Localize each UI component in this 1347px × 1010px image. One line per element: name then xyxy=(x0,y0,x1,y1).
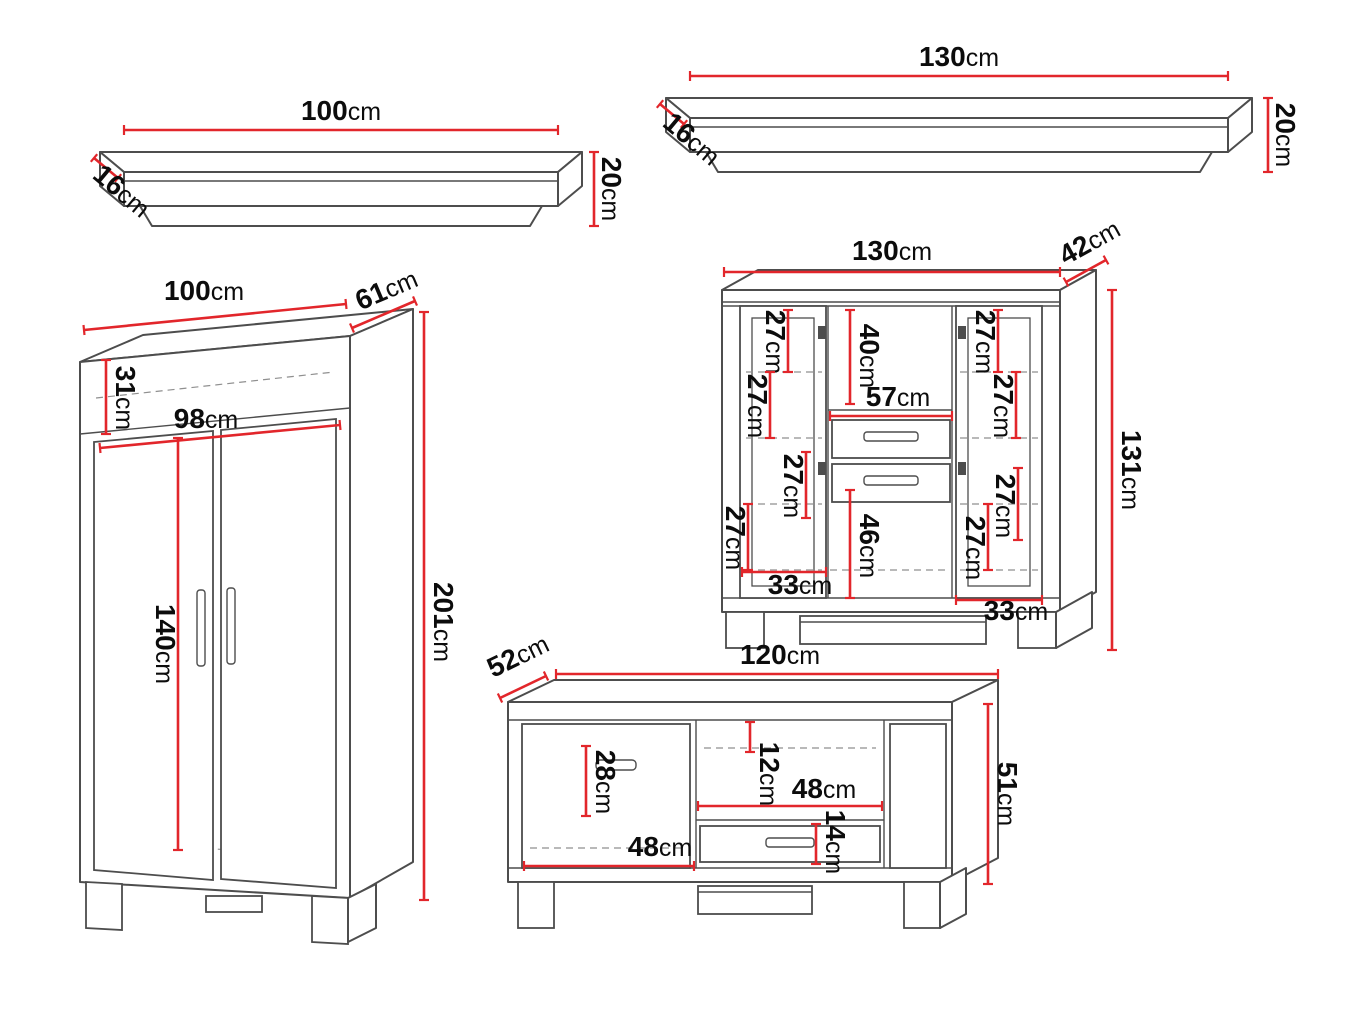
tv-stand-bottom-height-label: 14cm xyxy=(820,810,851,874)
sideboard-center-bottom-label: 46cm xyxy=(854,514,885,578)
sideboard-right-gap1-label: 27cm xyxy=(970,310,1001,374)
tv-stand-hidden-lines xyxy=(530,747,876,849)
sideboard-side-face xyxy=(1059,269,1097,613)
wardrobe-width-label: 100cm xyxy=(164,275,244,306)
wardrobe-right-leg-side xyxy=(347,883,377,943)
shelf-small-depth-dimension xyxy=(89,153,123,183)
wardrobe-door-height-label: 140cm xyxy=(150,604,181,684)
sideboard: 130cm 42cm 131cm 27cm 27cm 27cm 40cm 57c… xyxy=(720,213,1147,652)
sideboard-hinges xyxy=(818,326,966,475)
wardrobe-center-foot xyxy=(205,895,263,913)
tv-stand-width-label: 120cm xyxy=(740,639,820,670)
shelf-large-crown xyxy=(665,97,1253,119)
shelf-large-depth-dimension xyxy=(655,99,689,129)
sideboard-drawer-upper xyxy=(831,419,951,459)
tv-stand-base xyxy=(517,867,967,929)
shelf-small-board xyxy=(123,171,559,207)
tv-stand-left-height-label: 28cm xyxy=(590,750,621,814)
wardrobe-depth-label: 61cm xyxy=(351,262,422,316)
tv-stand-drawer-handle xyxy=(765,837,815,848)
wardrobe-right-door xyxy=(220,418,337,889)
sideboard-right-leg-side xyxy=(1055,591,1093,649)
tv-stand-left-leg xyxy=(517,881,555,929)
tv-stand-left-door-handle xyxy=(595,759,637,771)
sideboard-left-gap1-label: 27cm xyxy=(760,310,791,374)
sideboard-depth-label: 42cm xyxy=(1054,213,1125,271)
tv-stand-top-face xyxy=(507,679,999,703)
wardrobe-inner-width-label: 98cm xyxy=(174,403,238,434)
sideboard-drawer-lower-handle xyxy=(863,475,919,486)
shelf-large-right-cap xyxy=(1227,97,1253,153)
shelf-small-height-label: 20cm xyxy=(596,157,627,221)
tv-stand-depth-label: 52cm xyxy=(482,627,554,683)
wardrobe-depth-dimension xyxy=(349,295,418,334)
shelf-small-crown xyxy=(99,151,583,173)
sideboard-drawer-upper-handle xyxy=(863,431,919,442)
tv-stand-center-plinth xyxy=(697,885,813,915)
sideboard-depth-dimension xyxy=(1062,255,1110,287)
wardrobe-left-door-handle xyxy=(196,589,206,667)
shelf-large-board xyxy=(689,117,1229,153)
sideboard-left-gap2-label: 27cm xyxy=(742,374,773,438)
wardrobe-base xyxy=(85,881,377,945)
wardrobe-inner-width-dimension xyxy=(98,419,342,454)
sideboard-right-gap4-label: 27cm xyxy=(960,516,991,580)
tv-stand-side-face xyxy=(951,679,999,883)
wardrobe-right-door-handle xyxy=(226,587,236,665)
wardrobe-right-leg xyxy=(311,895,349,945)
sideboard-center-width-label: 57cm xyxy=(866,381,930,412)
tv-stand-right-leg-side xyxy=(939,867,967,929)
sideboard-width-label: 130cm xyxy=(852,235,932,266)
tv-stand: 52cm 120cm 51cm 28cm 12cm 48cm 14cm 48cm xyxy=(482,627,1023,929)
shelf-small-support xyxy=(139,205,543,227)
shelf-small-width-label: 100cm xyxy=(301,95,381,126)
shelf-large-width-label: 130cm xyxy=(919,41,999,72)
sideboard-right-gap2-label: 27cm xyxy=(988,374,1019,438)
sideboard-center-plinth xyxy=(799,615,987,645)
sideboard-height-label: 131cm xyxy=(1116,430,1147,510)
wardrobe-height-label: 201cm xyxy=(428,582,459,662)
tv-stand-height-label: 51cm xyxy=(992,762,1023,826)
shelf-large-support xyxy=(705,151,1213,173)
tv-stand-niche-width-label: 48cm xyxy=(792,773,856,804)
shelf-large-height-label: 20cm xyxy=(1270,103,1301,167)
wardrobe-side-face xyxy=(349,308,414,899)
sideboard-left-leg xyxy=(725,611,765,649)
shelf-small-right-cap xyxy=(557,151,583,207)
wall-shelf-large: 130cm 16cm 20cm xyxy=(655,41,1301,174)
tv-stand-depth-dimension xyxy=(496,671,550,703)
sideboard-right-width-label: 33cm xyxy=(984,595,1048,626)
sideboard-right-gap3-label: 27cm xyxy=(990,474,1021,538)
wall-shelf-small: 100cm 16cm 20cm xyxy=(87,95,627,228)
tv-stand-right-door xyxy=(889,723,947,869)
sideboard-center-gap-label: 27cm xyxy=(778,454,809,518)
sideboard-left-width-label: 33cm xyxy=(768,569,832,600)
tv-stand-niche-top-label: 12cm xyxy=(754,742,785,806)
sideboard-center-top-label: 40cm xyxy=(854,324,885,388)
tv-stand-left-width-label: 48cm xyxy=(628,831,692,862)
wardrobe-width-dimension xyxy=(82,298,348,336)
sideboard-left-gap3-label: 27cm xyxy=(720,506,751,570)
tv-stand-right-leg xyxy=(903,881,941,929)
wardrobe-left-leg xyxy=(85,881,123,931)
sideboard-base xyxy=(725,591,1093,649)
wardrobe-top-section-label: 31cm xyxy=(110,366,141,430)
wardrobe: 100cm 61cm 201cm 31cm 98cm 140cm xyxy=(79,262,459,945)
